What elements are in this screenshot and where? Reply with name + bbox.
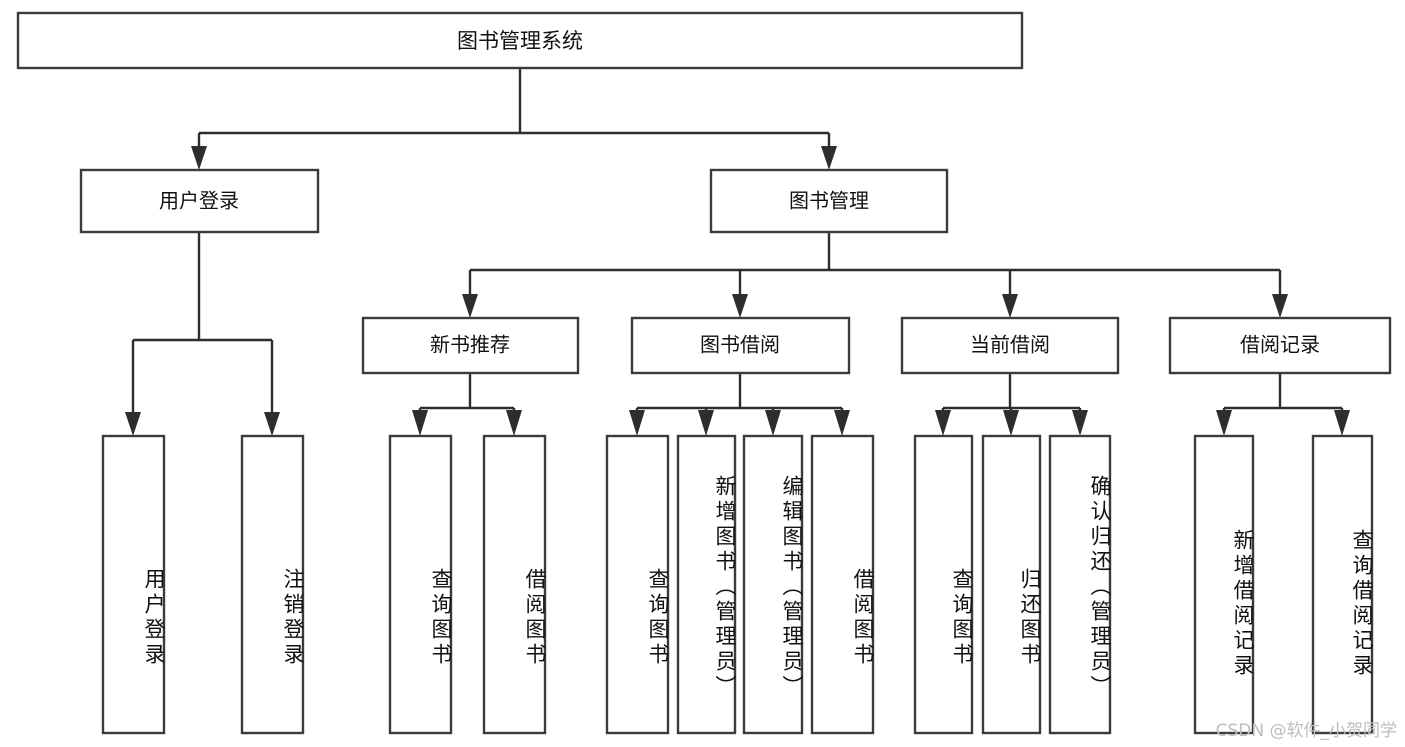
node-new-book-recommend-box	[361, 316, 580, 375]
node-borrow-record-box	[1168, 316, 1392, 375]
node-current-borrow[interactable]: 当前借阅	[900, 316, 1120, 375]
node-root-system-label: 图书管理系统	[457, 29, 583, 53]
arrow-to-leaf-add-record	[1216, 410, 1232, 436]
node-book-borrow[interactable]: 图书借阅	[630, 316, 851, 375]
leaf-box-query-book-2[interactable]	[605, 434, 670, 735]
leaf-box-add-record[interactable]	[1193, 434, 1255, 735]
node-book-management-label: 图书管理	[789, 189, 869, 213]
node-book-borrow-box	[630, 316, 851, 375]
arrow-to-leaf-borrow-book-2	[834, 410, 850, 436]
leaf-box-query-book-3[interactable]	[913, 434, 974, 735]
node-new-book-recommend-label: 新书推荐	[430, 333, 510, 357]
arrow-to-leaf-confirm-return	[1072, 410, 1088, 436]
node-current-borrow-box	[900, 316, 1120, 375]
arrow-to-current-borrow	[1002, 294, 1018, 318]
leaf-box-edit-book[interactable]	[742, 434, 804, 735]
node-book-management[interactable]: 图书管理	[709, 168, 949, 234]
node-root-system-box	[16, 11, 1024, 70]
leaf-box-borrow-book-1[interactable]	[482, 434, 547, 735]
connector-layer	[125, 68, 1350, 436]
arrow-to-user-login	[191, 146, 207, 170]
arrow-to-leaf-add-book	[698, 410, 714, 436]
node-borrow-record-label: 借阅记录	[1240, 333, 1320, 357]
leaf-box-query-book-1[interactable]	[388, 434, 453, 735]
leaf-box-return-book[interactable]	[981, 434, 1042, 735]
arrow-to-leaf-edit-book	[765, 410, 781, 436]
node-current-borrow-label: 当前借阅	[970, 333, 1050, 357]
csdn-watermark: CSDN @软件_小贺同学	[1215, 721, 1397, 741]
node-user-login[interactable]: 用户登录	[79, 168, 320, 234]
arrow-to-leaf-query-record	[1334, 410, 1350, 436]
arrow-to-book-borrow	[732, 294, 748, 318]
arrow-to-leaf-query-book-3	[935, 410, 951, 436]
leaf-box-query-record[interactable]	[1311, 434, 1374, 735]
arrow-to-book-manage	[821, 146, 837, 170]
arrow-to-leaf-query-book-2	[629, 410, 645, 436]
arrow-to-leaf-query-book-1	[412, 410, 428, 436]
node-root-system[interactable]: 图书管理系统	[16, 11, 1024, 70]
node-book-management-box	[709, 168, 949, 234]
node-borrow-record[interactable]: 借阅记录	[1168, 316, 1392, 375]
leaf-box-logout[interactable]	[240, 434, 305, 735]
leaf-box-borrow-book-2[interactable]	[810, 434, 875, 735]
leaf-box-add-book[interactable]	[676, 434, 737, 735]
leaf-box-user-login[interactable]	[101, 434, 166, 735]
arrow-to-new-book-rec	[462, 294, 478, 318]
arrow-to-leaf-user-login	[125, 412, 141, 436]
arrow-to-leaf-logout	[264, 412, 280, 436]
leaf-box-confirm-return[interactable]	[1048, 434, 1112, 735]
arrow-to-borrow-record	[1272, 294, 1288, 318]
node-new-book-recommend[interactable]: 新书推荐	[361, 316, 580, 375]
node-book-borrow-label: 图书借阅	[700, 333, 780, 357]
arrow-to-leaf-borrow-book-1	[506, 410, 522, 436]
node-user-login-box	[79, 168, 320, 234]
node-user-login-label: 用户登录	[159, 189, 239, 213]
leaf-node-layer	[101, 434, 1374, 735]
arrow-to-leaf-return-book	[1003, 410, 1019, 436]
